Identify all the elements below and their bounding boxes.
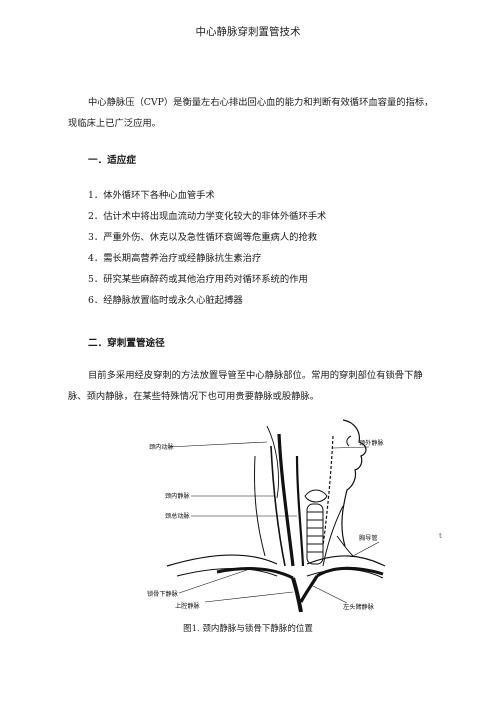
list-item: 1．体外循环下各种心血管手术: [88, 190, 215, 201]
list-item: 3．严重外伤、休克以及急性循环衰竭等危重病人的抢救: [88, 232, 318, 243]
page-header: 中心静脉穿刺置管技术: [195, 26, 301, 38]
intro-line-1: 中心静脉压（CVP）是衡量左右心排出回心血的能力和判断有效循环血容量的指标，: [88, 97, 434, 108]
neck-vein-illustration: 颈内动脉 颈外静脉 颈内静脉 颈总动脉 胸导管 锁骨下静脉 上腔静脉 左头臂静脉: [147, 419, 386, 612]
figure-caption: 图1. 颈内静脉与锁骨下静脉的位置: [183, 624, 313, 634]
route-paragraph: 目前多采用经皮穿刺的方法放置导管至中心静脉部位。常用的穿刺部位有锁骨下静: [88, 365, 468, 386]
list-item: 5．研究某些麻醉药或其他治疗用药对循环系统的作用: [88, 274, 308, 285]
section1-heading: 一．适应症: [88, 155, 136, 166]
route-paragraph-cont: 脉、颈内静脉，在某些特殊情况下也可用贵要静脉或股静脉。: [68, 386, 468, 407]
label-svc: 上腔静脉: [175, 602, 201, 610]
indication-list: 1．体外循环下各种心血管手术 2．估计术中将出现血流动力学变化较大的非体外循环手…: [88, 185, 326, 311]
route-line-1: 目前多采用经皮穿刺的方法放置导管至中心静脉部位。常用的穿刺部位有锁骨下静: [88, 370, 423, 381]
intro-paragraph-cont: 现临床上已广泛应用。: [68, 113, 468, 134]
label-common-carotid: 颈总动脉: [165, 512, 191, 520]
label-int-jugular: 颈内静脉: [165, 492, 191, 500]
label-ext-jugular: 颈外静脉: [359, 439, 385, 447]
list-item: 2．估计术中将出现血流动力学变化较大的非体外循环手术: [88, 211, 327, 222]
side-mark: t: [439, 532, 442, 540]
section2-heading: 二．穿刺置管途径: [88, 338, 165, 349]
intro-line-2: 现临床上已广泛应用。: [68, 118, 161, 129]
intro-paragraph: 中心静脉压（CVP）是衡量左右心排出回心血的能力和判断有效循环血容量的指标，: [88, 92, 468, 113]
list-item: 4．需长期高营养治疗或经静脉抗生素治疗: [88, 253, 262, 264]
label-subclavian: 锁骨下静脉: [147, 590, 179, 598]
label-thoracic-duct: 胸导管: [359, 534, 378, 542]
list-item: 6．经静脉放置临时或永久心脏起搏器: [88, 295, 243, 306]
route-line-2: 脉、颈内静脉，在某些特殊情况下也可用贵要静脉或股静脉。: [68, 391, 320, 402]
label-carotid: 颈内动脉: [149, 443, 175, 451]
label-brachiocephalic: 左头臂静脉: [343, 603, 375, 611]
